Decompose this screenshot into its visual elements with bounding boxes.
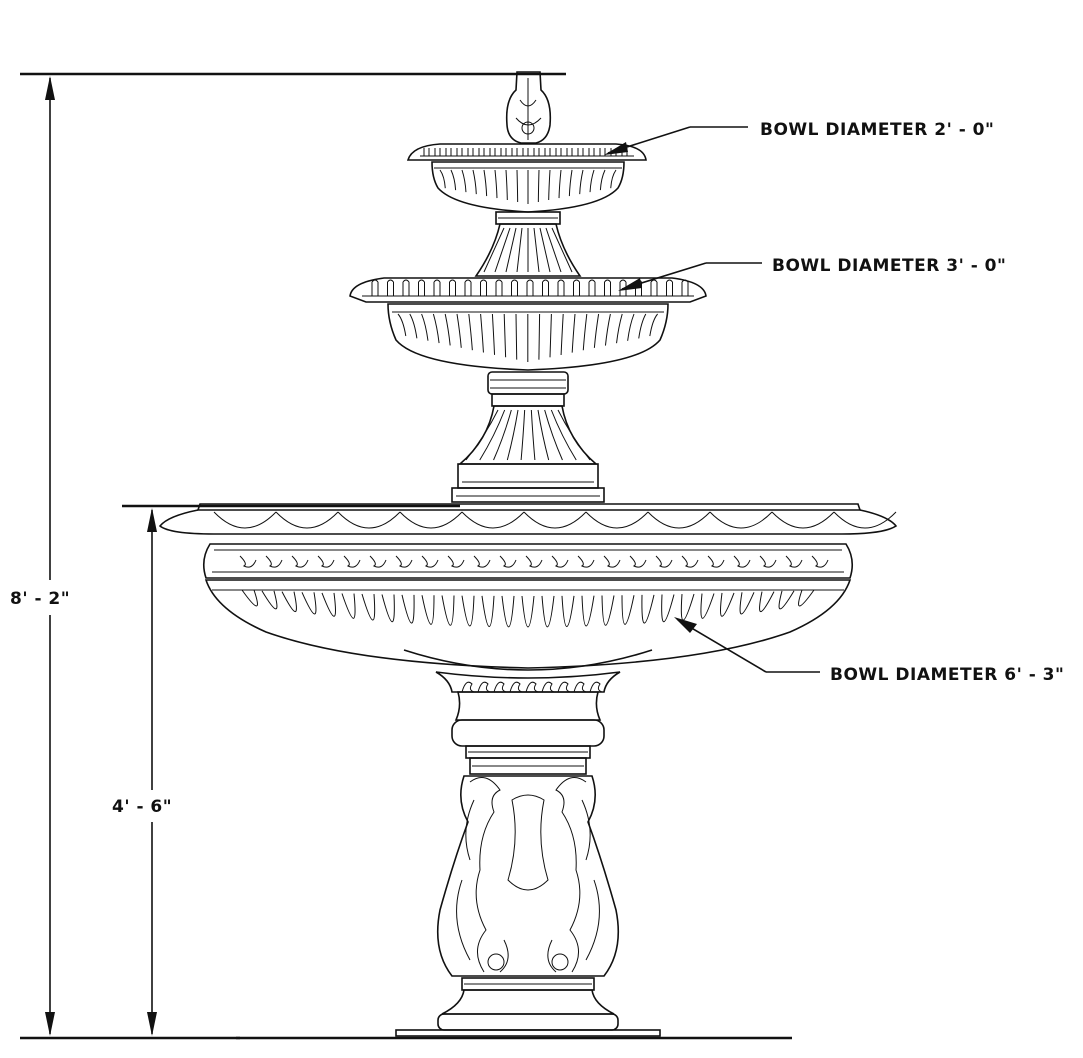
arrow-up-icon	[45, 76, 55, 100]
dimension-total-height	[20, 72, 566, 1040]
label-basin-height: 4' - 6"	[112, 797, 172, 817]
leader-basin-bowl	[674, 617, 820, 673]
dimension-basin-height	[122, 504, 460, 1036]
middle-bowl	[349, 277, 707, 371]
arrow-icon	[604, 142, 628, 155]
finial	[505, 71, 552, 144]
label-total-height: 8' - 2"	[10, 589, 70, 609]
arrow-down-icon	[45, 1012, 55, 1036]
lower-pedestal	[395, 671, 661, 1037]
leader-top-bowl	[604, 126, 748, 155]
label-basin-bowl-diameter: BOWL DIAMETER 6' - 3"	[830, 665, 1064, 685]
arrow-down-icon	[147, 1012, 157, 1036]
leader-middle-bowl	[618, 262, 762, 291]
label-top-bowl-diameter: BOWL DIAMETER 2' - 0"	[760, 120, 994, 140]
label-middle-bowl-diameter: BOWL DIAMETER 3' - 0"	[772, 256, 1006, 276]
top-stem	[474, 211, 582, 277]
arrow-up-icon	[147, 508, 157, 532]
arrow-icon	[674, 617, 697, 633]
middle-pedestal	[451, 371, 605, 503]
arrow-icon	[618, 278, 642, 291]
basin-bowl	[158, 503, 898, 671]
top-bowl	[406, 143, 647, 213]
